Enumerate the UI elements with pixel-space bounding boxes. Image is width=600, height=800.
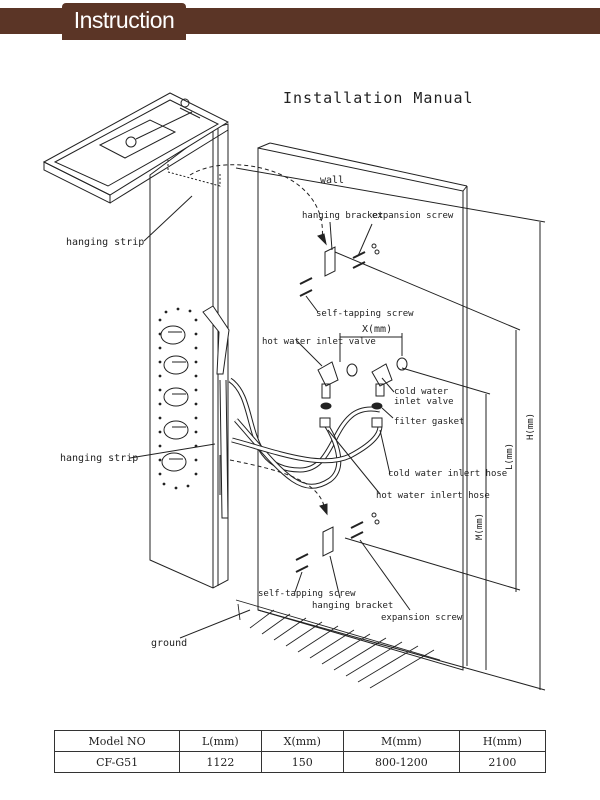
hanging-bracket-top <box>324 246 336 277</box>
table-header: X(mm) <box>260 730 344 752</box>
label-hanging-strip-bottom: hanging strip <box>60 453 138 464</box>
filter-gasket-cold <box>371 402 383 410</box>
spec-table: Model NO L(mm) X(mm) M(mm) H(mm) CF-G51 … <box>53 730 547 773</box>
table-cell: 1122 <box>179 751 262 773</box>
control-knobs <box>160 325 189 472</box>
cold-water-valve <box>371 363 393 397</box>
table-header: M(mm) <box>342 730 460 752</box>
label-hot-water-inlet-hose: hot water inlert hose <box>376 491 490 501</box>
label-hanging-bracket-bottom: hanging bracket <box>312 601 393 611</box>
header-title: Instruction <box>73 7 175 33</box>
massage-jets <box>158 307 198 490</box>
label-self-tapping-screw-top: self-tapping screw <box>316 309 414 319</box>
label-l-mm: L(mm) <box>505 443 515 470</box>
table-row: CF-G51 1122 150 800-1200 2100 <box>53 751 547 773</box>
table-header: H(mm) <box>458 730 547 752</box>
table-header: Model NO <box>53 730 181 752</box>
table-cell: CF-G51 <box>53 751 181 773</box>
hanging-bracket-bottom <box>322 526 334 557</box>
hand-shower <box>202 305 230 375</box>
label-wall: wall <box>320 175 344 186</box>
label-ground: ground <box>151 638 187 649</box>
shower-rod <box>219 379 229 519</box>
label-filter-gasket: filter gasket <box>394 417 464 427</box>
label-cold-water-inlet-valve-line1: cold water <box>394 387 449 397</box>
label-expansion-screw-top: expansion screw <box>372 211 454 221</box>
filter-gasket-hot <box>320 402 332 410</box>
label-hot-water-inlet-valve: hot water inlet valve <box>262 337 376 347</box>
shower-panel <box>149 123 229 589</box>
header-tab: Instruction <box>62 3 186 40</box>
label-hanging-bracket-top: hanging bracket <box>302 211 383 221</box>
hot-water-valve <box>317 361 339 399</box>
label-h-mm: H(mm) <box>526 413 536 440</box>
label-hanging-strip-top: hanging strip <box>66 237 144 248</box>
table-cell: 800-1200 <box>342 751 460 773</box>
table-cell: 150 <box>260 751 344 773</box>
label-self-tapping-screw-bottom: self-tapping screw <box>258 589 356 599</box>
manual-title: Installation Manual <box>283 89 474 107</box>
label-expansion-screw-bottom: expansion screw <box>381 613 463 623</box>
table-cell: 2100 <box>458 751 547 773</box>
screws <box>295 251 366 573</box>
table-header-row: Model NO L(mm) X(mm) M(mm) H(mm) <box>53 730 547 752</box>
label-cold-water-inlet-hose: cold water inlert hose <box>388 469 507 479</box>
label-cold-water-inlet-valve-line2: inlet valve <box>394 397 454 407</box>
label-m-mm: M(mm) <box>475 513 485 540</box>
label-x-mm: X(mm) <box>362 324 392 335</box>
table-header: L(mm) <box>179 730 262 752</box>
